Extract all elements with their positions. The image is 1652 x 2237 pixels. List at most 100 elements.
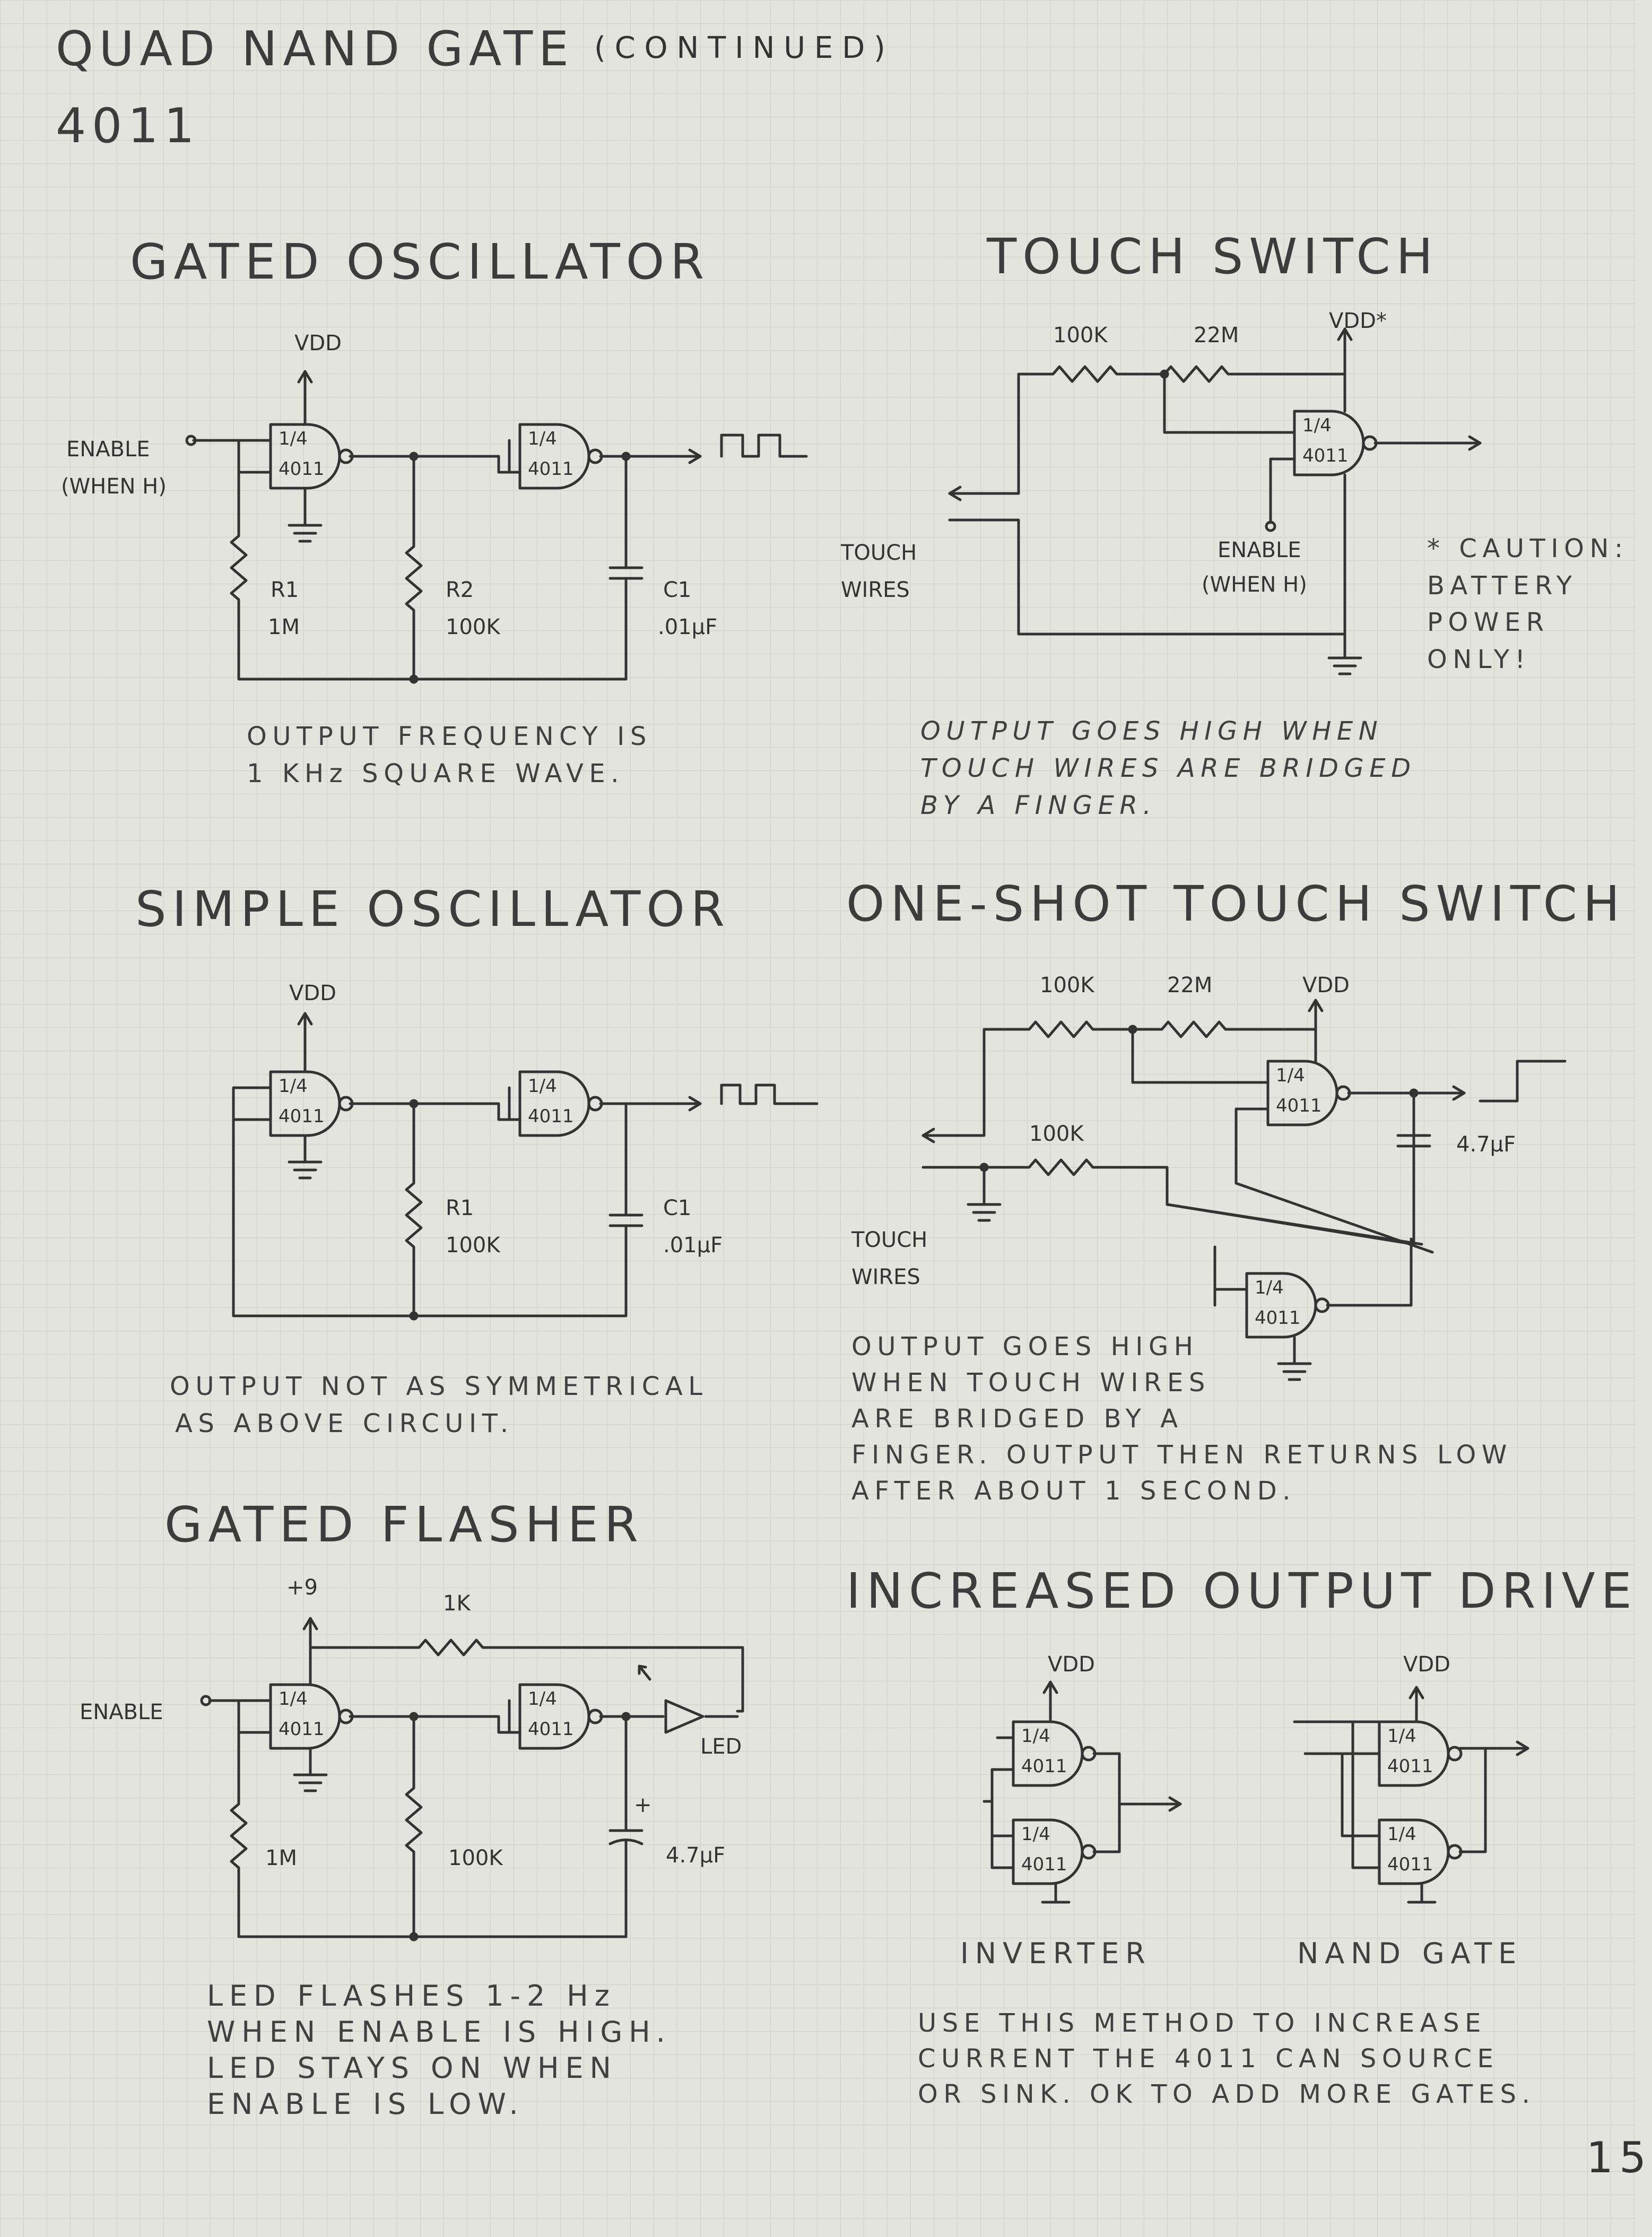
- gate-fraction: 1/4: [279, 1688, 308, 1710]
- caption-gated-flasher-2: WHEN ENABLE IS HIGH.: [207, 2015, 672, 2049]
- caption-increased-drive-3: OR SINK. OK TO ADD MORE GATES.: [918, 2079, 1536, 2109]
- simple-oscillator-circuit: [232, 1012, 819, 1321]
- caption-one-shot-2: WHEN TOUCH WIRES: [851, 1368, 1211, 1398]
- r-100k-label: 100K: [1053, 323, 1108, 348]
- caption-increased-drive-1: USE THIS METHOD TO INCREASE: [918, 2008, 1487, 2038]
- c1-value: .01µF: [663, 1233, 723, 1258]
- wires-label: WIRES: [841, 578, 910, 602]
- gate-chip: 4011: [1021, 1756, 1067, 1777]
- caution-line: BATTERY: [1427, 570, 1578, 601]
- caution-line: ONLY!: [1427, 644, 1531, 674]
- gate-fraction: 1/4: [528, 1076, 557, 1097]
- caption-one-shot-1: OUTPUT GOES HIGH: [851, 1332, 1199, 1362]
- one-shot-circuit: [921, 999, 1567, 1381]
- gate-chip: 4011: [1302, 445, 1349, 466]
- r1-value: 1M: [268, 615, 300, 639]
- wires-label: WIRES: [851, 1265, 920, 1289]
- gate-chip: 4011: [1276, 1095, 1322, 1116]
- r1-value: 100K: [446, 1233, 501, 1258]
- r1-label: R1: [271, 578, 299, 602]
- gate-fraction: 1/4: [1021, 1824, 1050, 1845]
- gate-fraction: 1/4: [279, 1076, 308, 1097]
- touch-switch-circuit: [948, 327, 1482, 675]
- caption-touch-switch-1: OUTPUT GOES HIGH WHEN: [920, 716, 1384, 746]
- gate-chip: 4011: [528, 458, 574, 480]
- vdd-label: VDD: [289, 981, 336, 1005]
- title-gated-flasher: GATED FLASHER: [164, 1496, 644, 1553]
- page-title: QUAD NAND GATE: [56, 21, 575, 77]
- caution-line: * CAUTION:: [1427, 534, 1629, 563]
- gate-fraction: 1/4: [1387, 1824, 1416, 1845]
- r-100k-label: 100K: [1040, 973, 1095, 998]
- r-1k-label: 1K: [443, 1591, 471, 1616]
- c1-label: C1: [663, 1196, 691, 1220]
- label-nand-gate: NAND GATE: [1297, 1937, 1523, 1970]
- caption-one-shot-3: ARE BRIDGED BY A: [851, 1404, 1184, 1434]
- enable-label: ENABLE: [80, 1700, 163, 1724]
- vdd-label: VDD: [1048, 1652, 1095, 1677]
- capacitor-label: 4.7µF: [666, 1843, 725, 1868]
- caption-touch-switch-2: TOUCH WIRES ARE BRIDGED: [920, 753, 1416, 783]
- vdd-label: VDD: [294, 331, 342, 356]
- touch-label: TOUCH: [851, 1228, 927, 1252]
- gate-chip: 4011: [528, 1719, 574, 1740]
- enable-note: (WHEN H): [61, 474, 167, 499]
- title-increased-output-drive: INCREASED OUTPUT DRIVE: [846, 1563, 1638, 1619]
- r-22m-label: 22M: [1194, 323, 1239, 348]
- paralleled-nand-circuit: [1293, 1686, 1529, 1904]
- c1-value: .01µF: [658, 615, 717, 639]
- enable-label: ENABLE: [66, 437, 150, 462]
- gate-chip: 4011: [1255, 1307, 1301, 1329]
- part-number: 4011: [56, 98, 201, 154]
- caption-touch-switch-3: BY A FINGER.: [920, 791, 1157, 820]
- vdd-label: VDD*: [1329, 309, 1387, 333]
- gate-fraction: 1/4: [279, 428, 308, 449]
- gated-oscillator-circuit: [185, 370, 808, 684]
- gate-fraction: 1/4: [1387, 1726, 1416, 1747]
- caution-line: POWER: [1427, 608, 1550, 638]
- page-number: 15: [1586, 2133, 1652, 2182]
- caption-one-shot-5: AFTER ABOUT 1 SECOND.: [851, 1476, 1297, 1506]
- gate-chip: 4011: [1021, 1854, 1067, 1875]
- caption-gated-flasher-3: LED STAYS ON WHEN: [207, 2051, 618, 2085]
- vdd-label: VDD: [1302, 973, 1350, 998]
- caption-gated-flasher-4: ENABLE IS LOW.: [207, 2087, 525, 2121]
- caution-note: * CAUTION: BATTERY POWER ONLY!: [1427, 531, 1629, 678]
- gate-fraction: 1/4: [1021, 1726, 1050, 1747]
- r-1m-label: 1M: [265, 1846, 297, 1870]
- gated-flasher-circuit: [200, 1617, 744, 1941]
- gate-fraction: 1/4: [1276, 1065, 1305, 1086]
- capacitor-plus: +: [634, 1793, 652, 1817]
- enable-label: ENABLE: [1218, 538, 1301, 562]
- supply-label: +9: [286, 1575, 318, 1600]
- title-one-shot-touch-switch: ONE-SHOT TOUCH SWITCH: [846, 875, 1626, 932]
- caption-simple-oscillator-2: AS ABOVE CIRCUIT.: [175, 1409, 514, 1438]
- gate-fraction: 1/4: [528, 1688, 557, 1710]
- inverter-circuit: [982, 1680, 1182, 1904]
- title-gated-oscillator: GATED OSCILLATOR: [130, 233, 710, 290]
- gate-chip: 4011: [279, 1719, 325, 1740]
- capacitor-label: 4.7µF: [1456, 1132, 1516, 1157]
- r2-label: R2: [446, 578, 474, 602]
- title-simple-oscillator: SIMPLE OSCILLATOR: [135, 881, 731, 938]
- title-touch-switch: TOUCH SWITCH: [987, 228, 1439, 285]
- caption-gated-flasher-1: LED FLASHES 1-2 Hz: [207, 1979, 616, 2013]
- r2-value: 100K: [446, 615, 501, 639]
- caption-increased-drive-2: CURRENT THE 4011 CAN SOURCE: [918, 2044, 1499, 2074]
- gate-fraction: 1/4: [1255, 1277, 1284, 1298]
- page-title-suffix: (CONTINUED): [594, 31, 894, 65]
- led-label: LED: [700, 1735, 742, 1759]
- gate-chip: 4011: [1387, 1756, 1433, 1777]
- caption-gated-oscillator-2: 1 KHz SQUARE WAVE.: [247, 759, 625, 788]
- gate-fraction: 1/4: [528, 428, 557, 449]
- gate-chip: 4011: [279, 1106, 325, 1127]
- gate-fraction: 1/4: [1302, 415, 1332, 436]
- gate-chip: 4011: [279, 458, 325, 480]
- r-100k-label: 100K: [448, 1846, 503, 1870]
- vdd-label: VDD: [1403, 1652, 1450, 1677]
- gate-chip: 4011: [528, 1106, 574, 1127]
- gate-chip: 4011: [1387, 1854, 1433, 1875]
- c1-label: C1: [663, 578, 691, 602]
